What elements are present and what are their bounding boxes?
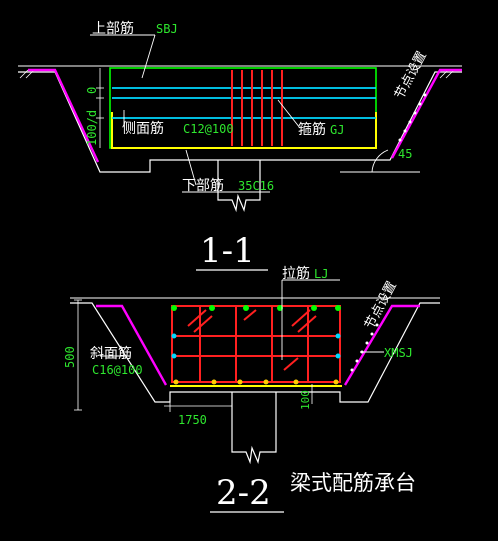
slope-rebar-label: 斜面筋 bbox=[90, 345, 132, 362]
drawing-caption: 梁式配筋承台 bbox=[290, 471, 416, 495]
angle-label-1: 45 bbox=[398, 147, 412, 161]
bottom-rebar-label: 下部筋 bbox=[182, 177, 224, 194]
top-rebar-label: 上部筋 bbox=[92, 20, 134, 37]
pile-cap-outline-2 bbox=[70, 302, 440, 403]
leader-bottom-rebar bbox=[185, 149, 197, 186]
pile-1 bbox=[217, 160, 261, 213]
stirrup-label: 箍筋 bbox=[298, 121, 326, 138]
dim-top-1: 0 bbox=[85, 87, 99, 94]
dim-height-2 bbox=[74, 299, 82, 411]
dim-width-label: 1750 bbox=[178, 413, 207, 427]
slope-markers-2 bbox=[350, 323, 379, 372]
pile-2 bbox=[231, 392, 277, 465]
dim-left-1 bbox=[96, 68, 104, 148]
tie-rebar-label: 拉筋 bbox=[282, 265, 310, 282]
slab-rebar-left-1 bbox=[28, 68, 100, 163]
ground-hatch-1 bbox=[19, 69, 455, 79]
dim-width-2 bbox=[164, 400, 233, 412]
section-2-2: 拉筋 LJ 斜面筋 C16@100 节点设置 XMSJ 500 1750 100… bbox=[63, 265, 440, 513]
bottom-rebar-code: 35C16 bbox=[238, 179, 274, 193]
section-title-2: 2-2 bbox=[216, 473, 271, 513]
slab-rebar-right-2 bbox=[343, 304, 420, 386]
xmsj-label: XMSJ bbox=[384, 346, 413, 360]
side-rebar-label: 侧面筋 bbox=[122, 120, 164, 137]
stirrups-1 bbox=[231, 70, 283, 146]
tie-rebar-code: LJ bbox=[314, 267, 328, 281]
slab-rebar-left-2 bbox=[96, 304, 168, 386]
slope-rebar-code: C16@100 bbox=[92, 363, 143, 377]
dim-side-1: 100/d bbox=[85, 110, 99, 146]
leader-top-rebar bbox=[141, 34, 156, 79]
stirrup-code: GJ bbox=[330, 123, 344, 137]
slope-markers-1 bbox=[398, 93, 427, 142]
section-title-1: 1-1 bbox=[200, 231, 255, 271]
rebar-cage-2 bbox=[171, 305, 341, 383]
section-1-1: 上部筋 SBJ 侧面筋 C12@100 箍筋 GJ 下部筋 35C16 节点设置… bbox=[18, 20, 462, 271]
slab-rebar-right-1 bbox=[390, 68, 462, 159]
bottom-rebar-line-1 bbox=[111, 112, 377, 149]
leader-stirrup bbox=[277, 99, 301, 129]
side-rebar-code: C12@100 bbox=[183, 122, 234, 136]
top-rebar-code: SBJ bbox=[156, 22, 178, 36]
angle-arc-1 bbox=[371, 149, 389, 173]
dim-cover-label: 100 bbox=[299, 390, 312, 410]
dim-height-label: 500 bbox=[63, 346, 77, 368]
rebar-nodes-2 bbox=[171, 305, 341, 385]
